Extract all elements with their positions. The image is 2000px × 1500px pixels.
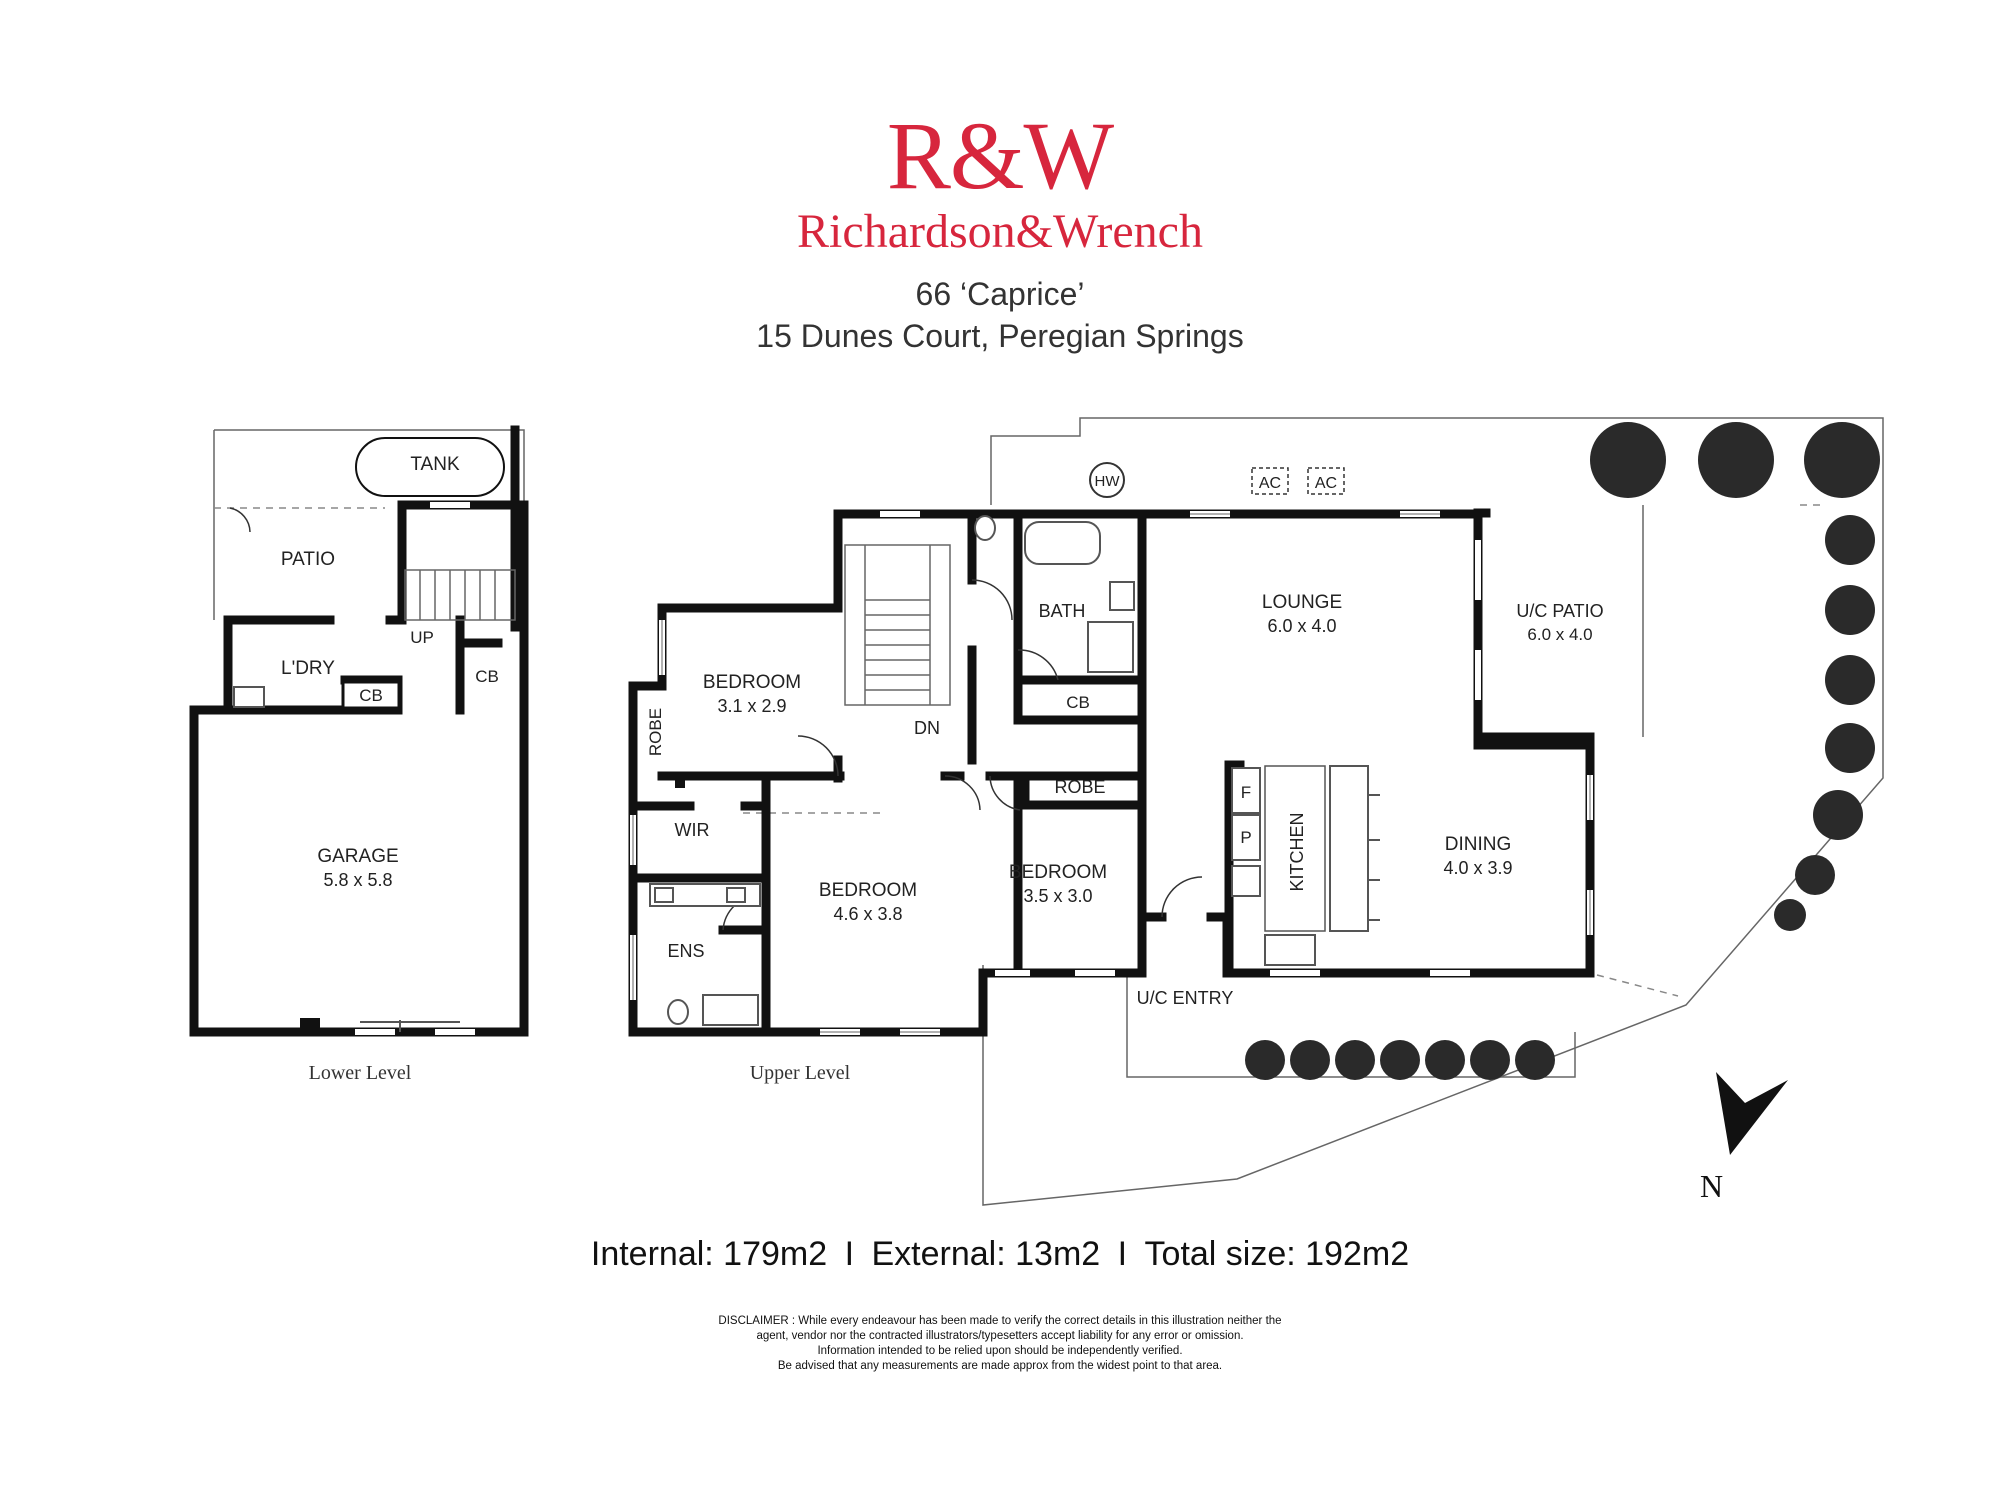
internal-size: Internal: 179m2 xyxy=(590,1235,828,1273)
size-separator: I xyxy=(844,1235,855,1273)
laundry-tub xyxy=(233,686,265,708)
label-up: UP xyxy=(410,628,434,647)
label-bedroom-2-size: 4.6 x 3.8 xyxy=(833,904,902,924)
bath-vanity xyxy=(1109,581,1135,611)
laundry-cupboard xyxy=(341,680,401,710)
label-uc-patio: U/C PATIO xyxy=(1516,601,1603,621)
label-robe-2: ROBE xyxy=(1054,777,1105,797)
label-lounge-size: 6.0 x 4.0 xyxy=(1267,616,1336,636)
label-uc-patio-size: 6.0 x 4.0 xyxy=(1527,625,1592,644)
disclaimer-line: Information intended to be relied upon s… xyxy=(817,1345,1183,1357)
size-summary: Internal: 179m2 I External: 13m2 I Total… xyxy=(0,1237,2000,1271)
disclaimer-line: Be advised that any measurements are mad… xyxy=(777,1360,1223,1372)
label-ens: ENS xyxy=(667,941,704,961)
bar-stools xyxy=(1368,794,1380,921)
label-patio: PATIO xyxy=(281,549,335,570)
dashed-lines xyxy=(214,504,1825,997)
kitchen-fixtures xyxy=(1231,765,1369,966)
disclaimer-line: agent, vendor nor the contracted illustr… xyxy=(756,1330,1244,1342)
bath-shower xyxy=(1087,621,1134,673)
ac-unit-2 xyxy=(1307,467,1345,495)
label-robe-1: ROBE xyxy=(646,708,665,756)
label-tank: TANK xyxy=(410,454,460,475)
garden-shrubs xyxy=(1245,422,1880,1080)
label-fridge: F xyxy=(1241,783,1251,802)
partition-post xyxy=(675,778,685,788)
label-laundry-cb: CB xyxy=(359,686,383,705)
label-hw: HW xyxy=(1095,473,1121,490)
label-bath-cb: CB xyxy=(1066,693,1090,712)
north-label: N xyxy=(1700,1168,1724,1204)
label-lounge: LOUNGE xyxy=(1262,592,1342,613)
hot-water-unit xyxy=(1089,462,1125,498)
disclaimer: DISCLAIMER : While every endeavour has b… xyxy=(0,1314,2000,1374)
external-size: External: 13m2 xyxy=(871,1235,1101,1273)
label-dining: DINING xyxy=(1445,834,1512,855)
label-kitchen: KITCHEN xyxy=(1287,812,1307,891)
label-ac-2: AC xyxy=(1315,475,1337,492)
label-bedroom-2: BEDROOM xyxy=(819,880,917,901)
north-arrow-icon xyxy=(1716,1072,1788,1155)
garage-pillar xyxy=(300,1018,320,1032)
lower-level-caption: Lower Level xyxy=(308,1062,412,1084)
label-pantry: P xyxy=(1240,828,1251,847)
property-name: 66 ‘Caprice’ xyxy=(915,276,1085,312)
label-dn: DN xyxy=(914,718,940,738)
label-garage: GARAGE xyxy=(317,846,398,867)
label-bedroom-3-size: 3.5 x 3.0 xyxy=(1023,886,1092,906)
label-bedroom-1-size: 3.1 x 2.9 xyxy=(717,696,786,716)
kitchen-bench xyxy=(1264,765,1326,932)
toilet xyxy=(974,515,996,541)
label-laundry: L'DRY xyxy=(281,658,335,679)
label-garage-size: 5.8 x 5.8 xyxy=(323,870,392,890)
total-size: Total size: 192m2 xyxy=(1144,1235,1410,1273)
water-tank-shape xyxy=(355,437,505,497)
upper-level-walls xyxy=(628,508,1595,1037)
ens-vanity xyxy=(649,883,761,907)
label-bedroom-3: BEDROOM xyxy=(1009,862,1107,883)
label-uc-entry: U/C ENTRY xyxy=(1137,988,1234,1008)
label-wir: WIR xyxy=(675,820,710,840)
size-separator: I xyxy=(1117,1235,1128,1273)
brand-logo-name: Richardson&Wrench xyxy=(797,205,1203,258)
lower-level-walls xyxy=(189,425,529,1037)
label-dining-size: 4.0 x 3.9 xyxy=(1443,858,1512,878)
lower-stairs xyxy=(404,569,516,621)
label-bedroom-1: BEDROOM xyxy=(703,672,801,693)
door-swings xyxy=(229,507,1203,931)
label-bath: BATH xyxy=(1039,601,1086,621)
ens-toilet xyxy=(667,999,689,1025)
property-address: 15 Dunes Court, Peregian Springs xyxy=(756,318,1244,354)
brand-logo-mark: R&W xyxy=(886,102,1114,209)
upper-level-caption: Upper Level xyxy=(749,1062,851,1084)
disclaimer-line: DISCLAIMER : While every endeavour has b… xyxy=(718,1315,1282,1327)
upper-stairs xyxy=(844,544,951,706)
label-ac-1: AC xyxy=(1259,475,1281,492)
ac-unit-1 xyxy=(1251,467,1289,495)
label-stair-cb: CB xyxy=(475,667,499,686)
bathtub xyxy=(1024,521,1101,565)
ens-shower xyxy=(702,994,759,1026)
